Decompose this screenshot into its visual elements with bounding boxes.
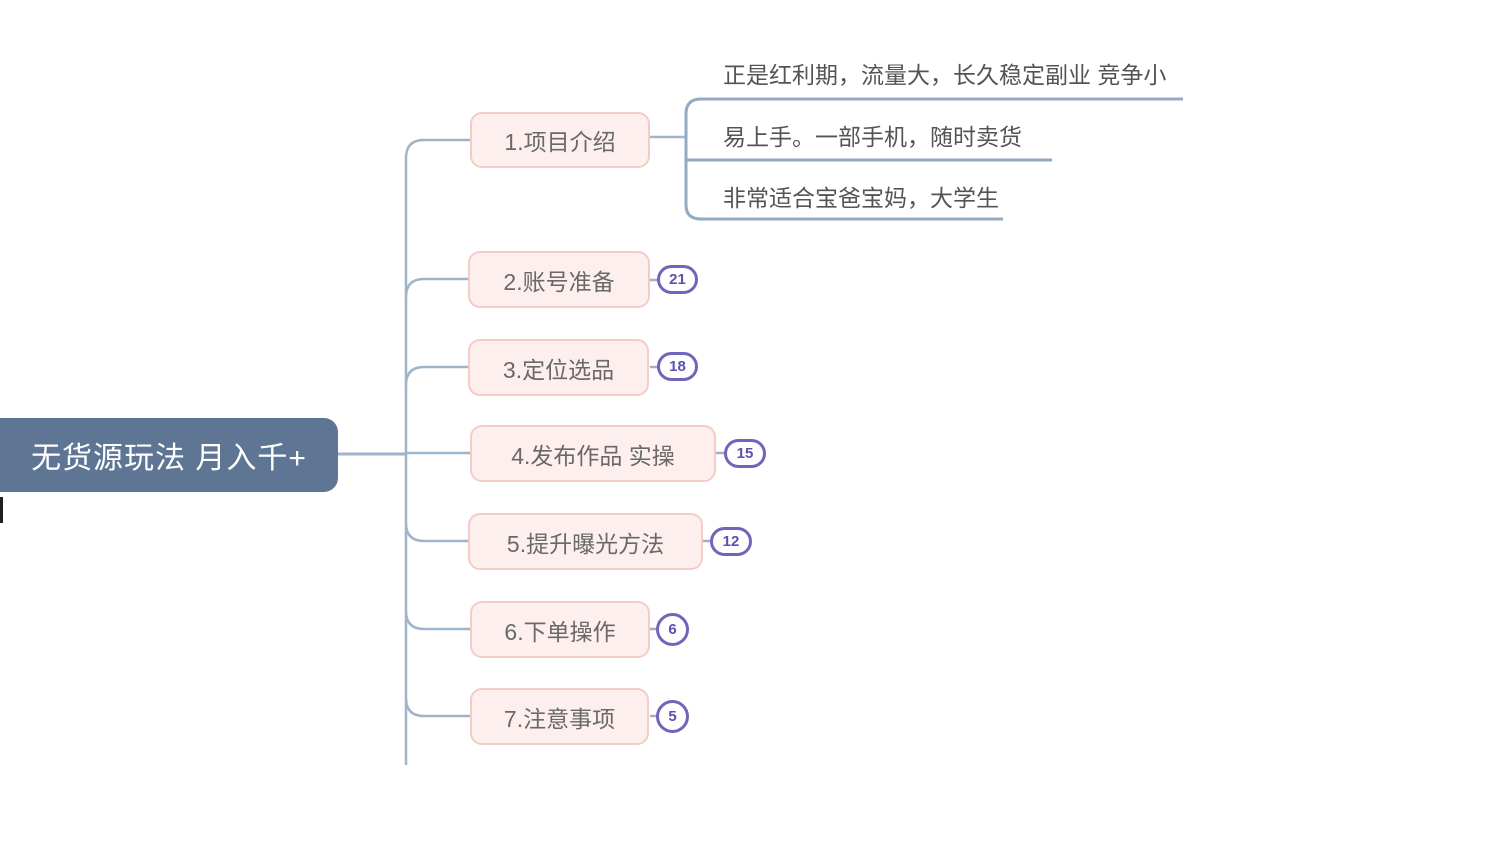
branch-node-7-label: 7.注意事项: [503, 705, 616, 732]
root-node[interactable]: 无货源玩法 月入千+: [0, 418, 338, 492]
collapse-badge-branch-5[interactable]: 12: [710, 527, 752, 556]
subtopic-1[interactable]: 正是红利期，流量大，长久稳定副业 竞争小: [723, 62, 1167, 88]
collapse-badge-branch-4[interactable]: 15: [724, 439, 766, 468]
branch-node-4-label: 4.发布作品 实操: [511, 442, 675, 469]
branch-node-3[interactable]: 3.定位选品: [468, 339, 649, 396]
branch-node-7[interactable]: 7.注意事项: [470, 688, 649, 745]
branch-node-1-label: 1.项目介绍: [504, 129, 616, 155]
branch-node-3-label: 3.定位选品: [502, 356, 615, 383]
subtopic-2[interactable]: 易上手。一部手机，随时卖货: [723, 124, 1022, 150]
branch-node-6[interactable]: 6.下单操作: [470, 601, 650, 658]
collapse-badge-branch-2[interactable]: 21: [657, 265, 698, 294]
branch-node-2[interactable]: 2.账号准备: [468, 251, 650, 308]
branch-node-5[interactable]: 5.提升曝光方法: [468, 513, 703, 570]
partial-node-edge: [0, 497, 3, 523]
collapse-badge-branch-3[interactable]: 18: [657, 352, 698, 381]
collapse-badge-branch-6[interactable]: 6: [656, 613, 689, 646]
branch-node-1[interactable]: 1.项目介绍: [470, 112, 650, 168]
subtopic-3[interactable]: 非常适合宝爸宝妈，大学生: [723, 185, 999, 211]
root-node-label: 无货源玩法 月入千+: [31, 442, 307, 475]
branch-node-4[interactable]: 4.发布作品 实操: [470, 425, 716, 482]
collapse-badge-branch-7[interactable]: 5: [656, 700, 689, 733]
branch-node-2-label: 2.账号准备: [503, 268, 615, 295]
branch-node-5-label: 5.提升曝光方法: [506, 530, 665, 557]
branch-node-6-label: 6.下单操作: [504, 618, 616, 645]
